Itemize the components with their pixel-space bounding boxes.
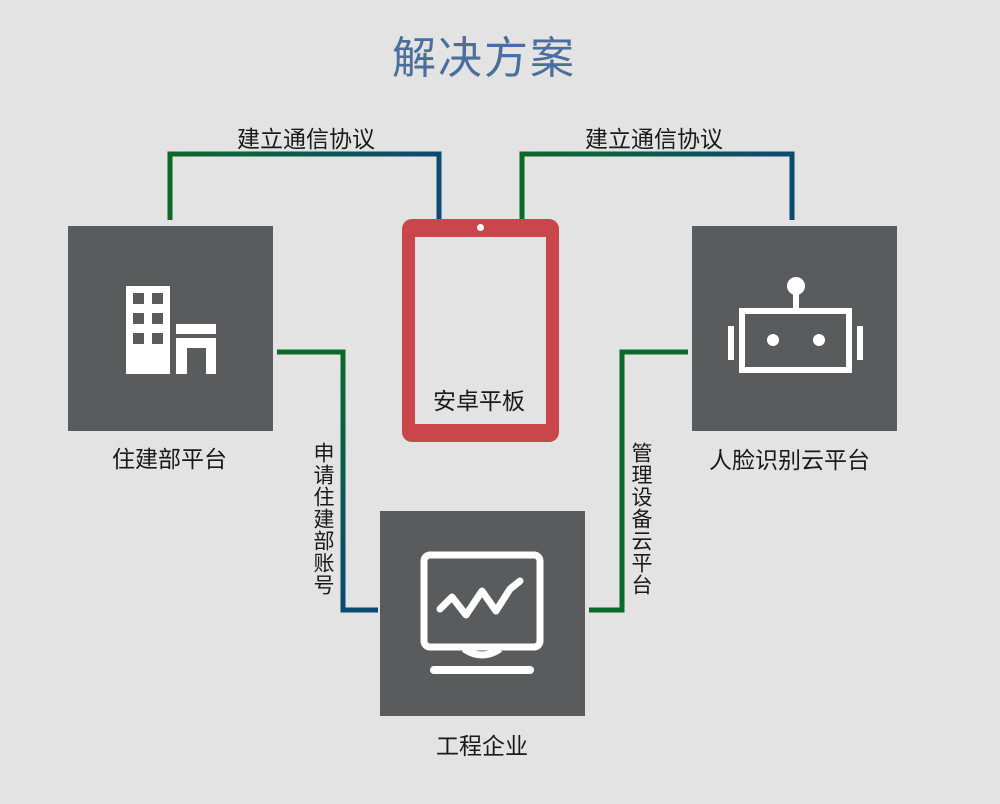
link-tablet-facecloud (519, 151, 795, 220)
face-cloud-box (692, 226, 897, 431)
link-label-right-vertical: 管理设备云平台 (629, 442, 653, 596)
housing-platform-label: 住建部平台 (112, 447, 227, 473)
tablet-label: 安卓平板 (433, 389, 525, 415)
link-enterprise-facecloud (589, 349, 688, 613)
enterprise-label: 工程企业 (436, 734, 528, 760)
tablet-screen (415, 237, 546, 424)
face-cloud-label: 人脸识别云平台 (709, 448, 870, 474)
link-label-left-top: 建立通信协议 (237, 127, 375, 153)
tablet-camera (477, 224, 484, 231)
housing-platform-box (68, 226, 273, 431)
link-label-right-top: 建立通信协议 (585, 127, 723, 153)
link-label-left-vertical: 申请住建部账号 (311, 442, 335, 596)
page-title: 解决方案 (392, 33, 576, 84)
tablet-device (402, 219, 559, 442)
monitor-chart-icon (420, 551, 544, 674)
building-icon (126, 286, 216, 374)
enterprise-box (380, 511, 585, 716)
robot-icon (728, 277, 863, 373)
link-platform-tablet (167, 151, 442, 220)
link-platform-enterprise (277, 349, 378, 613)
